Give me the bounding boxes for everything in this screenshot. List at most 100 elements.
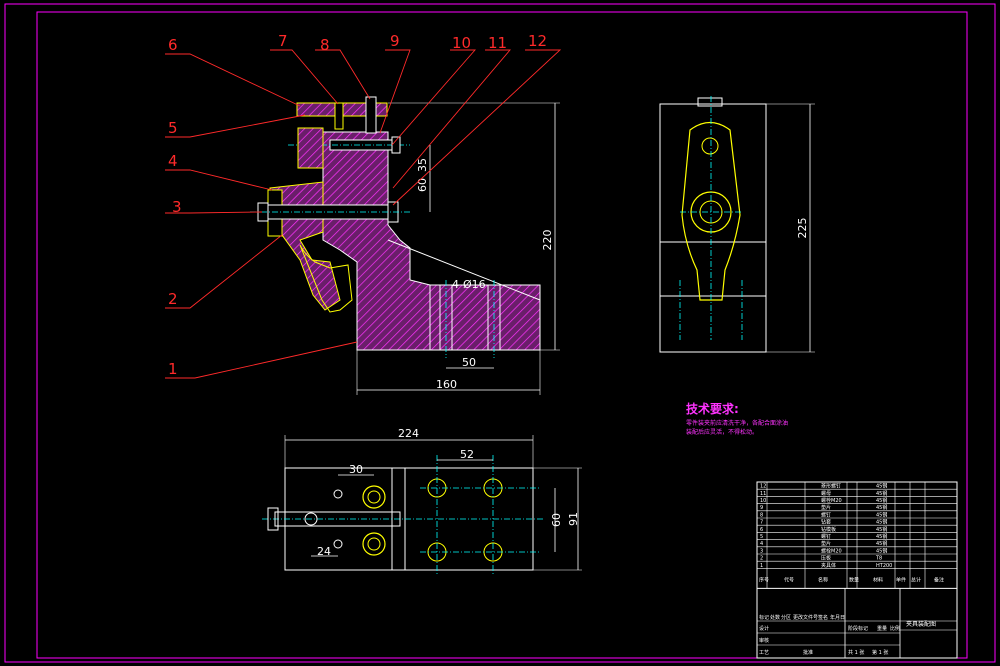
sign-label: 更改文件号 bbox=[793, 614, 818, 621]
scale-label: 共 1 张 bbox=[848, 649, 864, 656]
parts-row-name: 垫片 bbox=[821, 540, 831, 547]
parts-row-number: 5 bbox=[760, 534, 763, 540]
dim-50: 50 bbox=[462, 356, 476, 369]
parts-row-name: 菱形螺钉 bbox=[821, 483, 841, 490]
dim-52: 52 bbox=[460, 448, 474, 461]
parts-row-number: 7 bbox=[760, 520, 763, 526]
parts-col-header: 单件 bbox=[896, 576, 906, 583]
parts-row-number: 11 bbox=[760, 491, 766, 497]
sign-label: 标记 bbox=[759, 614, 769, 621]
leader-9: 9 bbox=[390, 32, 400, 50]
parts-row-number: 1 bbox=[760, 563, 763, 569]
base-block bbox=[429, 284, 541, 351]
dim-225: 225 bbox=[796, 218, 809, 239]
parts-row-number: 2 bbox=[760, 556, 763, 562]
parts-col-header: 名称 bbox=[818, 576, 828, 583]
parts-row-material: 45钢 bbox=[876, 511, 887, 518]
sign-label: 分区 bbox=[781, 614, 791, 621]
dim-60: 60 bbox=[416, 178, 429, 192]
side-upper-hole bbox=[701, 137, 719, 155]
parts-row-material: HT200 bbox=[876, 563, 892, 569]
drill-bushing bbox=[334, 102, 344, 130]
workpiece-lever bbox=[299, 244, 353, 313]
dim-224: 224 bbox=[398, 427, 419, 440]
top-bolt bbox=[274, 511, 401, 527]
leader-lines bbox=[165, 49, 562, 379]
technical-requirements: 技术要求: 零件装夹前应清洗干净，各配合面涂油 装配后应灵活，不得松动。 bbox=[686, 401, 788, 436]
parts-row-number: 3 bbox=[760, 548, 763, 554]
sign-label: 设计 bbox=[759, 625, 769, 632]
parts-row-name: 螺钉 bbox=[821, 511, 831, 518]
leader-5: 5 bbox=[168, 119, 178, 137]
top-hole-inner bbox=[367, 490, 381, 504]
leader-7: 7 bbox=[278, 32, 288, 50]
parts-row-material: 45钢 bbox=[876, 519, 887, 526]
top-small-hole bbox=[333, 539, 343, 549]
parts-row-number: 9 bbox=[760, 505, 763, 511]
parts-row-name: 螺母 bbox=[821, 490, 831, 497]
tech-title: 技术要求: bbox=[686, 401, 739, 416]
leader-4: 4 bbox=[168, 152, 178, 170]
scale-label: 比例 bbox=[890, 625, 900, 632]
sheet-outer-border bbox=[4, 3, 996, 663]
dim-35: 35 bbox=[416, 158, 429, 172]
parts-row-material: 45钢 bbox=[876, 547, 887, 554]
support-column bbox=[297, 127, 324, 169]
sign-label: 工艺 bbox=[759, 650, 769, 656]
top-bolt-head bbox=[267, 507, 279, 531]
parts-row-material: T8 bbox=[875, 556, 882, 562]
leader-6: 6 bbox=[168, 36, 178, 54]
parts-col-header: 材料 bbox=[873, 576, 883, 583]
parts-row-material: 45钢 bbox=[876, 483, 887, 490]
parts-row-material: 45钢 bbox=[876, 526, 887, 533]
sign-label: 批准 bbox=[803, 649, 813, 656]
leader-3: 3 bbox=[172, 198, 182, 216]
top-small-hole bbox=[304, 512, 318, 526]
dim-60-top: 60 bbox=[550, 513, 563, 527]
leader-11: 11 bbox=[488, 34, 507, 52]
parts-col-header: 备注 bbox=[934, 576, 944, 583]
leader-2: 2 bbox=[168, 290, 178, 308]
parts-row-name: 钻模板 bbox=[821, 526, 836, 533]
parts-col-header: 总计 bbox=[911, 576, 921, 583]
parts-row-name: 垫片 bbox=[821, 504, 831, 511]
top-hole-inner bbox=[367, 537, 381, 551]
scale-label: 第 1 张 bbox=[872, 649, 888, 656]
parts-row-material: 45钢 bbox=[876, 497, 887, 504]
parts-row-name: 压板 bbox=[821, 555, 831, 562]
parts-row-name: 螺栓M20 bbox=[821, 547, 842, 554]
parts-row-number: 8 bbox=[760, 512, 763, 518]
scale-label: 阶段标记 bbox=[848, 625, 868, 632]
dim-160: 160 bbox=[436, 378, 457, 391]
drawing-title: 夹具装配图 bbox=[906, 620, 936, 628]
sign-label: 签名 bbox=[818, 614, 828, 621]
parts-row-number: 12 bbox=[760, 484, 766, 490]
front-view: 220 60 35 4-Ø16 50 160 1 2 3 4 bbox=[165, 32, 562, 395]
scale-label: 重量 bbox=[877, 625, 887, 632]
parts-row-name: 螺栓M20 bbox=[821, 497, 842, 504]
parts-col-header: 数量 bbox=[849, 576, 859, 583]
parts-row-number: 10 bbox=[760, 498, 766, 504]
parts-row-name: 夹具体 bbox=[821, 562, 836, 569]
parts-row-material: 45钢 bbox=[876, 490, 887, 497]
dim-30: 30 bbox=[349, 463, 363, 476]
parts-row-number: 6 bbox=[760, 527, 763, 533]
parts-row-material: 45钢 bbox=[876, 533, 887, 540]
side-view: 225 bbox=[659, 96, 815, 353]
sign-label: 年月日 bbox=[830, 614, 845, 621]
side-lever bbox=[681, 121, 741, 301]
dim-91: 91 bbox=[567, 512, 580, 526]
tech-line-2: 装配后应灵活，不得松动。 bbox=[686, 428, 758, 436]
sheet-inner-border bbox=[36, 11, 968, 659]
top-view: 224 52 30 24 60 91 bbox=[262, 427, 582, 575]
top-hole bbox=[362, 532, 386, 556]
sign-label: 处数 bbox=[770, 614, 780, 621]
leader-1: 1 bbox=[168, 360, 178, 378]
parts-row-number: 4 bbox=[760, 541, 763, 547]
dim-4-16: 4-Ø16 bbox=[452, 278, 486, 291]
top-hole bbox=[362, 485, 386, 509]
title-block: 12 菱形螺钉 45钢 11 螺母 45钢 10 螺栓M20 45钢 9 垫片 45钢 8 螺钉 45钢 7 钻… bbox=[756, 481, 958, 659]
parts-row-name: 钻套 bbox=[821, 519, 831, 526]
dim-220: 220 bbox=[541, 230, 554, 251]
